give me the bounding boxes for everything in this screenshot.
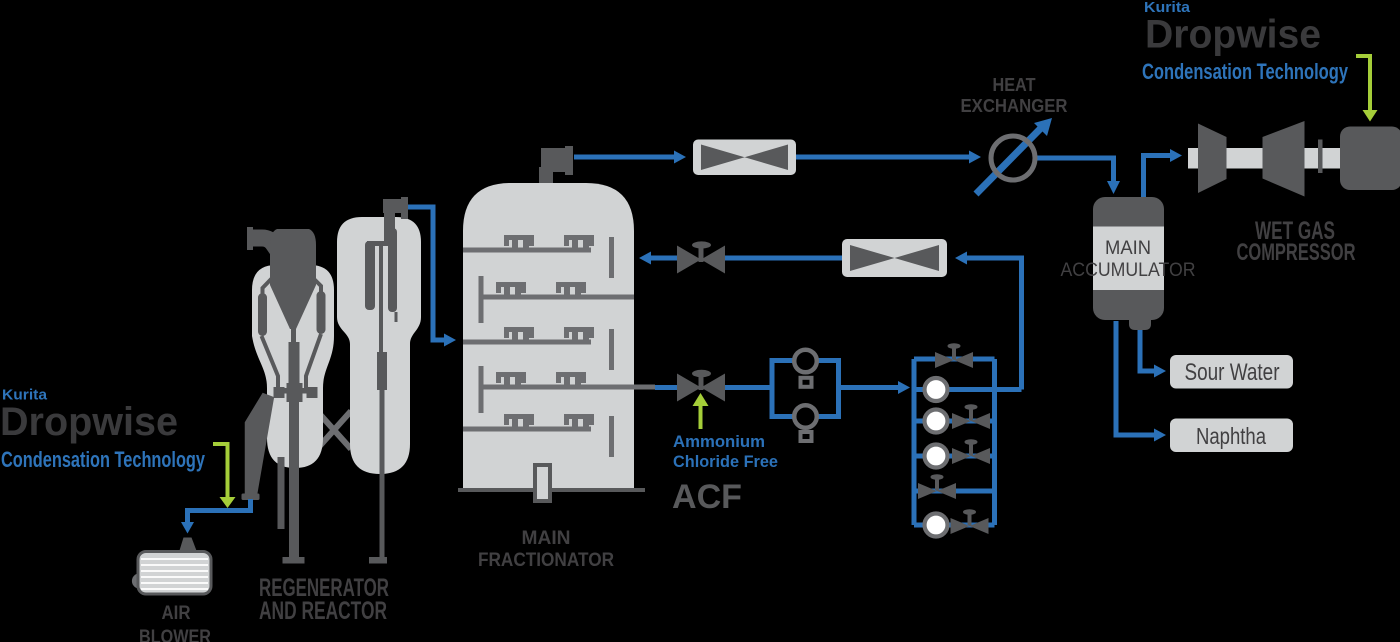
svg-text:Condensation Technology: Condensation Technology: [1, 447, 206, 472]
svg-text:BLOWER: BLOWER: [139, 627, 211, 642]
svg-text:HEAT: HEAT: [993, 74, 1037, 95]
svg-text:ACF: ACF: [672, 478, 742, 516]
svg-text:Naphtha: Naphtha: [1196, 423, 1267, 449]
svg-text:Chloride Free: Chloride Free: [673, 452, 778, 471]
svg-text:Kurita: Kurita: [2, 387, 48, 404]
svg-text:Sour Water: Sour Water: [1185, 359, 1280, 386]
svg-text:MAIN: MAIN: [1105, 237, 1151, 259]
svg-text:Dropwise: Dropwise: [1145, 13, 1321, 57]
svg-text:COMPRESSOR: COMPRESSOR: [1237, 239, 1356, 266]
svg-text:Dropwise: Dropwise: [0, 400, 178, 444]
svg-text:REGENERATOR: REGENERATOR: [259, 574, 389, 602]
svg-text:WET GAS: WET GAS: [1255, 217, 1335, 245]
svg-text:ACCUMULATOR: ACCUMULATOR: [1061, 259, 1196, 281]
svg-text:Ammonium: Ammonium: [673, 432, 765, 451]
svg-text:MAIN: MAIN: [522, 527, 571, 549]
svg-text:AIR: AIR: [162, 603, 191, 624]
svg-text:Kurita: Kurita: [1144, 0, 1191, 16]
svg-text:AND REACTOR: AND REACTOR: [259, 597, 387, 625]
svg-text:EXCHANGER: EXCHANGER: [961, 95, 1068, 116]
svg-text:FRACTIONATOR: FRACTIONATOR: [478, 549, 614, 571]
svg-text:Condensation Technology: Condensation Technology: [1142, 59, 1349, 84]
